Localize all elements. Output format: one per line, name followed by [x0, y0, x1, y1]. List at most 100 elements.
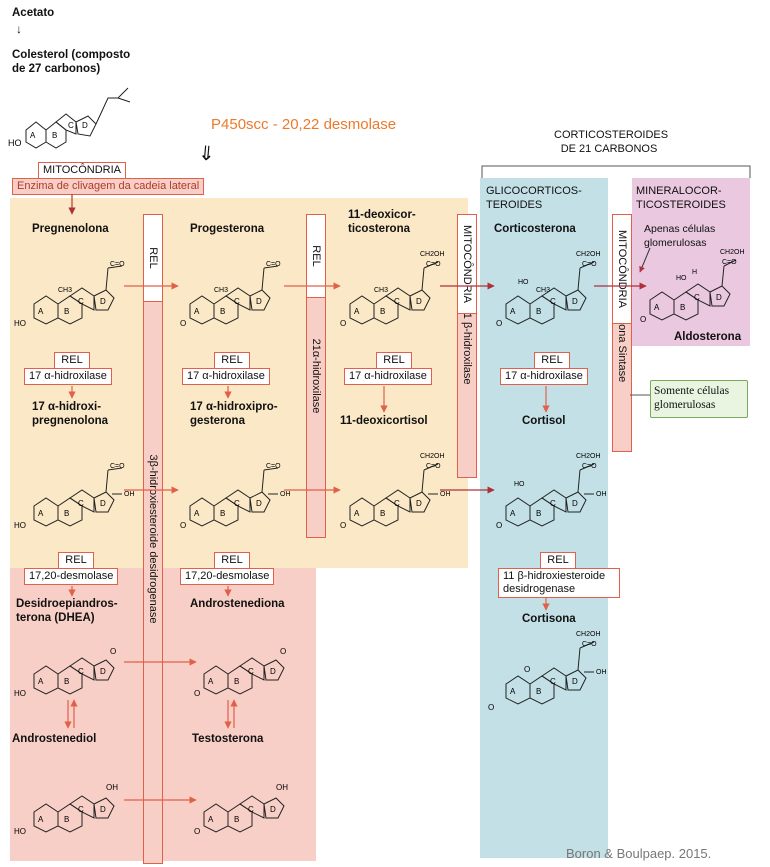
svg-text:C: C [550, 499, 556, 508]
svg-text:O: O [340, 319, 346, 328]
acetato-arrow: ↓ [16, 22, 22, 36]
svg-text:CH3: CH3 [214, 287, 228, 294]
svg-text:A: A [510, 509, 516, 518]
enzima-clivagem-label: Enzima de clivagem da cadeia lateral [12, 178, 205, 195]
p450-enzyme-label: P450scc - 20,22 desmolase [211, 116, 397, 133]
svg-text:C: C [78, 499, 84, 508]
svg-text:C: C [550, 677, 556, 686]
svg-text:D: D [100, 667, 106, 676]
svg-text:A: A [38, 307, 44, 316]
glicocorticosteroides-label: GLICOCORTICOS-TEROIDES [486, 185, 582, 211]
svg-text:B: B [380, 509, 385, 518]
desoxicorticosterona-label: 11-deoxicor-ticosterona [348, 209, 416, 235]
testosterona-structure: A B C D O OH [194, 783, 288, 836]
svg-text:C: C [234, 297, 240, 306]
svg-text:OH: OH [124, 491, 135, 498]
svg-text:O: O [110, 647, 116, 656]
progesterona-structure: A B C D O CH3 C=O [180, 261, 281, 328]
svg-text:C=O: C=O [722, 259, 737, 266]
svg-text:C=O: C=O [582, 463, 597, 470]
svg-text:D: D [256, 499, 262, 508]
blue-region [480, 178, 608, 858]
corticosterona-label: Corticosterona [494, 223, 576, 235]
progesterona-label: Progesterona [190, 223, 265, 235]
svg-text:HO: HO [514, 481, 525, 488]
svg-text:D: D [716, 293, 722, 302]
alfa-hidroxilase-box-4: 17 α-hidroxilase [500, 368, 588, 385]
svg-text:HO: HO [14, 689, 26, 698]
svg-text:HO: HO [8, 138, 22, 148]
hidroxiprogesterona-label: 17 α-hidroxipro-gesterona [190, 401, 278, 427]
svg-text:B: B [220, 307, 225, 316]
svg-text:O: O [488, 703, 494, 712]
svg-text:OH: OH [596, 491, 607, 498]
svg-text:B: B [536, 509, 541, 518]
svg-text:C: C [234, 499, 240, 508]
svg-text:A: A [194, 307, 200, 316]
svg-text:B: B [536, 307, 541, 316]
hidroxipregnenolona-label: 17 α-hidroxi-pregnenolona [32, 401, 109, 427]
svg-text:C=O: C=O [426, 261, 441, 268]
apenas-celulas-label: Apenas células glomerulosas [644, 223, 716, 249]
svg-text:OH: OH [276, 783, 288, 792]
svg-text:D: D [100, 805, 106, 814]
svg-text:B: B [64, 677, 69, 686]
svg-text:C: C [694, 293, 700, 302]
svg-text:D: D [82, 121, 88, 130]
svg-text:H: H [692, 269, 697, 276]
testosterona-label: Testosterona [192, 733, 264, 745]
rel-box-3: REL [376, 352, 412, 369]
svg-text:C=O: C=O [266, 261, 281, 268]
svg-text:D: D [572, 677, 578, 686]
svg-text:D: D [100, 499, 106, 508]
svg-text:OH: OH [596, 669, 607, 676]
svg-text:C: C [78, 805, 84, 814]
svg-text:CH3: CH3 [58, 287, 72, 294]
rel-box-1: REL [54, 352, 90, 369]
svg-text:O: O [180, 521, 186, 530]
hidroxiesteroide-desidrogenase-box: 11 β-hidroxiesteroide desidrogenase [498, 568, 620, 598]
svg-text:C=O: C=O [110, 463, 125, 470]
somente-celulas-label: Somente células glomerulosas [654, 385, 730, 411]
svg-text:O: O [340, 521, 346, 530]
svg-text:B: B [64, 815, 69, 824]
svg-text:A: A [208, 677, 214, 686]
rel-bar-1: REL [143, 214, 163, 302]
svg-text:HO: HO [14, 827, 26, 836]
svg-text:CH3: CH3 [374, 287, 388, 294]
dhea-label: Desidroepiandros-terona (DHEA) [16, 598, 118, 624]
svg-text:O: O [180, 319, 186, 328]
androstenediona-structure: A B C D O O [194, 647, 286, 698]
svg-text:D: D [572, 499, 578, 508]
svg-text:C=O: C=O [426, 463, 441, 470]
svg-text:C=O: C=O [266, 463, 281, 470]
svg-text:C: C [78, 667, 84, 676]
pregnenolona-label: Pregnenolona [32, 223, 109, 235]
pregnenolona-structure: A B C D HO CH3 C=O [14, 261, 125, 328]
desoxicortisol-structure: A B C D O OH C=O CH2OH [340, 453, 451, 530]
svg-text:CH2OH: CH2OH [420, 453, 445, 460]
svg-text:D: D [270, 667, 276, 676]
svg-text:O: O [496, 319, 502, 328]
svg-text:B: B [64, 509, 69, 518]
svg-text:O: O [640, 315, 646, 324]
svg-text:A: A [30, 131, 36, 140]
svg-text:O: O [524, 665, 530, 674]
svg-text:A: A [194, 509, 200, 518]
svg-text:OH: OH [106, 783, 118, 792]
mineralocorticosteroides-label: MINERALOCOR-TICOSTEROIDES [636, 185, 726, 211]
rel-box-7: REL [540, 552, 576, 569]
svg-text:D: D [256, 297, 262, 306]
svg-text:C: C [248, 805, 254, 814]
svg-text:C: C [394, 499, 400, 508]
svg-text:CH2OH: CH2OH [576, 453, 601, 460]
rel-box-5: REL [58, 552, 94, 569]
svg-text:CH2OH: CH2OH [720, 249, 745, 256]
svg-text:O: O [194, 827, 200, 836]
svg-text:A: A [354, 307, 360, 316]
svg-text:A: A [354, 509, 360, 518]
svg-text:B: B [52, 131, 57, 140]
svg-text:B: B [234, 677, 239, 686]
svg-text:A: A [38, 677, 44, 686]
svg-text:CH2OH: CH2OH [576, 631, 601, 638]
